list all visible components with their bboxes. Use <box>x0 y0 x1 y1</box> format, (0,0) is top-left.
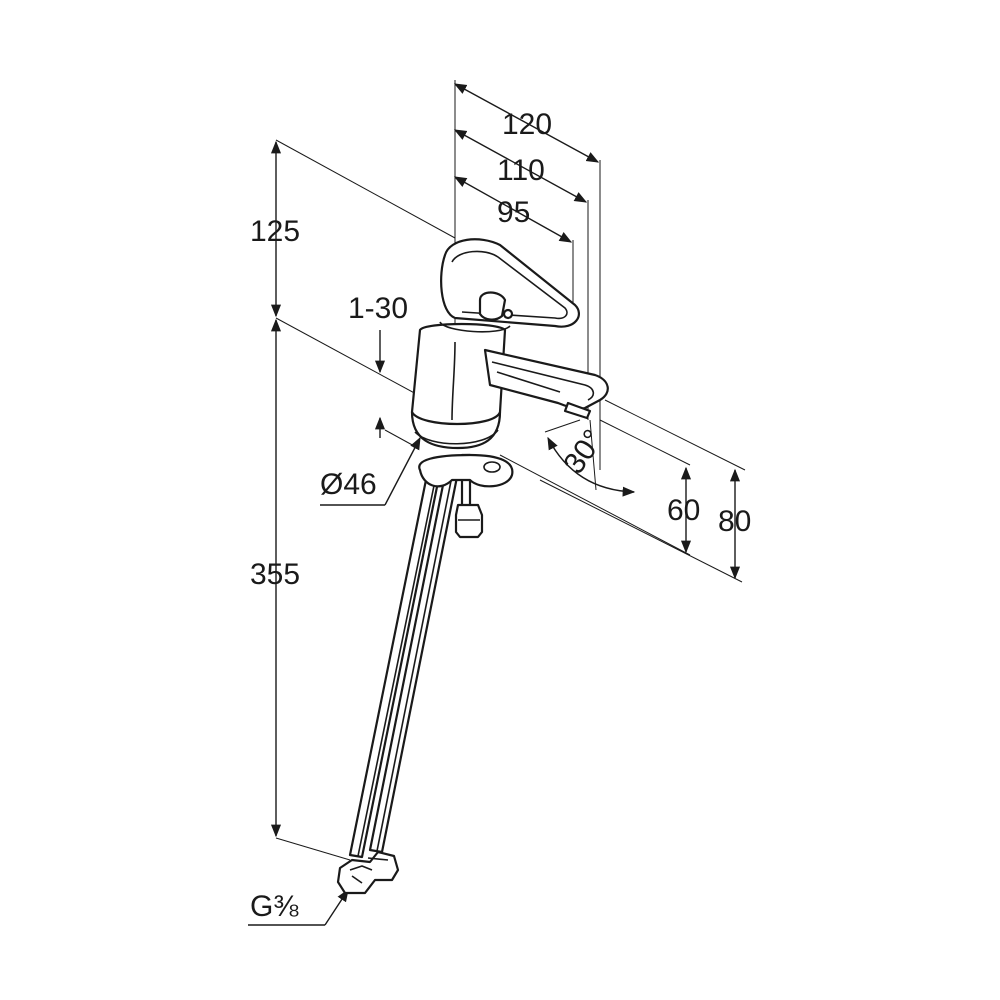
reach-dimension-lines <box>453 83 600 243</box>
label-hose-length: 355 <box>250 558 300 591</box>
supply-hoses <box>348 468 460 859</box>
label-spout-angle: 30° <box>557 424 610 480</box>
bottom-fitting <box>336 850 400 895</box>
label-reach-spout: 110 <box>497 154 545 187</box>
label-deck-thickness: 1-30 <box>348 292 408 325</box>
label-reach-lever: 95 <box>497 196 530 229</box>
label-thread-size: G⅜ <box>250 890 299 923</box>
label-height-above: 125 <box>250 215 300 248</box>
label-base-diameter: Ø46 <box>320 468 377 501</box>
vertical-dimension-lines <box>270 140 741 838</box>
label-body-height: 80 <box>718 505 751 538</box>
dimension-labels: 120 110 95 125 1-30 Ø46 355 30° 60 80 G⅜ <box>250 108 751 923</box>
label-spout-height: 60 <box>667 494 700 527</box>
label-reach-total: 120 <box>502 108 552 141</box>
leader-lines <box>248 436 421 926</box>
angle-indicator <box>544 419 636 497</box>
faucet-illustration <box>336 238 609 895</box>
